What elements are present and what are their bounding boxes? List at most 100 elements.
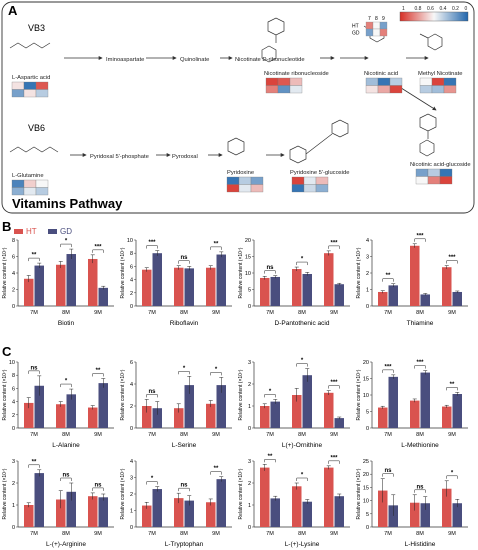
heatmap-cell	[291, 184, 305, 193]
bar-ht	[174, 267, 184, 306]
y-tick-label: 1	[366, 288, 369, 294]
bar-gd	[452, 291, 462, 306]
y-tick-label: 1	[248, 503, 251, 509]
y-axis-label: Relative content (×10⁷)	[356, 369, 362, 420]
panel-a-letter: A	[8, 3, 18, 18]
bar-ht	[174, 498, 184, 527]
heatmap-cell	[443, 77, 457, 86]
label-pyrodoxal: Pyrodoxal	[172, 154, 198, 160]
y-axis-label: Relative content (×10⁷)	[120, 468, 126, 519]
significance-bracket	[210, 471, 222, 475]
heat-key-cell	[372, 28, 381, 37]
y-axis-label: Relative content (×10⁷)	[120, 369, 126, 420]
x-tick-label: 9M	[212, 531, 220, 537]
significance-label: ns	[266, 265, 274, 271]
aspartic-structure	[9, 42, 51, 49]
y-tick-label: 3	[248, 459, 251, 465]
chart-title: Biotin	[58, 320, 75, 327]
significance-label: **	[214, 466, 219, 472]
significance-label: **	[450, 382, 455, 388]
significance-label: ns	[148, 389, 156, 395]
bar-ht	[142, 406, 152, 428]
bar-ht	[24, 505, 34, 527]
y-tick-label: 10	[9, 360, 15, 366]
x-tick-label: 9M	[94, 310, 102, 316]
heatmap-cell	[11, 81, 25, 90]
significance-label: ns	[62, 473, 70, 479]
label-nicotinic-glucoside: Nicotinic acid-glucoside	[410, 162, 471, 168]
chart-title: L-(+)-Lysine	[285, 541, 320, 548]
heatmap-cell	[443, 85, 457, 94]
significance-bracket	[328, 245, 340, 249]
bar-gd	[66, 491, 76, 527]
y-tick-label: 0	[366, 525, 369, 531]
significance-bracket	[178, 371, 190, 375]
y-tick-label: 20	[363, 472, 369, 478]
significance-label: ns	[180, 255, 188, 261]
y-tick-label: 6	[12, 255, 15, 261]
significance-label: *	[301, 358, 304, 364]
heatmap-cell	[415, 176, 429, 185]
heatmap-cell	[23, 89, 37, 98]
y-tick-label: 10	[245, 271, 251, 277]
significance-bracket	[60, 477, 72, 481]
chart-title: Thiamine	[407, 320, 434, 327]
significance-label: *	[451, 470, 454, 476]
y-tick-label: 3	[12, 459, 15, 465]
bar-ht	[260, 467, 270, 527]
significance-bracket	[178, 487, 190, 492]
x-tick-label: 8M	[180, 432, 188, 438]
significance-label: ns	[384, 468, 392, 474]
bar-ht	[206, 502, 216, 527]
heatmap-nicotinate-ribo	[265, 77, 303, 94]
bar-ht	[324, 253, 334, 306]
bar-gd	[302, 501, 312, 527]
significance-label: *	[301, 257, 304, 263]
bar-gd	[270, 276, 280, 306]
heatmap-cell	[35, 187, 49, 196]
chart-title: L-Alanine	[52, 442, 80, 449]
legend-ht-label: HT	[26, 227, 37, 236]
y-tick-label: 5	[248, 288, 251, 294]
y-tick-label: 5	[366, 512, 369, 518]
label-pyridoxine: Pyridoxine	[227, 170, 254, 176]
heatmap-pyridoxine	[226, 176, 264, 193]
significance-label: ***	[416, 233, 424, 239]
heatmap-cell	[431, 85, 445, 94]
compound-labels: L-Aspartic acid Iminoaspartate Quinolina…	[12, 57, 471, 179]
y-axis-label: Relative content (×10⁷)	[356, 247, 362, 298]
heat-scale-tick: 0.8	[415, 6, 422, 12]
heatmap-cell	[389, 77, 403, 86]
bar-ht	[260, 406, 270, 428]
x-tick-label: 9M	[330, 432, 338, 438]
bar-ht	[88, 258, 98, 306]
x-tick-label: 8M	[62, 310, 70, 316]
y-tick-label: 15	[245, 255, 251, 261]
y-tick-label: 3	[130, 476, 133, 482]
bar-gd	[270, 401, 280, 428]
x-tick-label: 8M	[62, 531, 70, 537]
heatmap-cell	[431, 77, 445, 86]
heatmap-cell	[265, 85, 279, 94]
vitamins-pathway-title: Vitamins Pathway	[12, 196, 123, 211]
x-tick-label: 8M	[180, 531, 188, 537]
bar-ht	[142, 269, 152, 306]
x-tick-label: 9M	[448, 531, 456, 537]
bar-gd	[420, 372, 430, 428]
significance-label: ***	[448, 255, 456, 261]
y-tick-label: 2	[12, 413, 15, 419]
x-tick-label: 7M	[148, 531, 156, 537]
heatmap-cell	[226, 184, 240, 193]
label-methyl-nicotinate: Methyl Nicotinate	[418, 71, 462, 77]
significance-bracket	[92, 249, 104, 253]
y-tick-label: 8	[12, 373, 15, 379]
significance-label: **	[268, 454, 273, 460]
significance-bracket	[414, 238, 426, 242]
bar-ht	[292, 269, 302, 306]
